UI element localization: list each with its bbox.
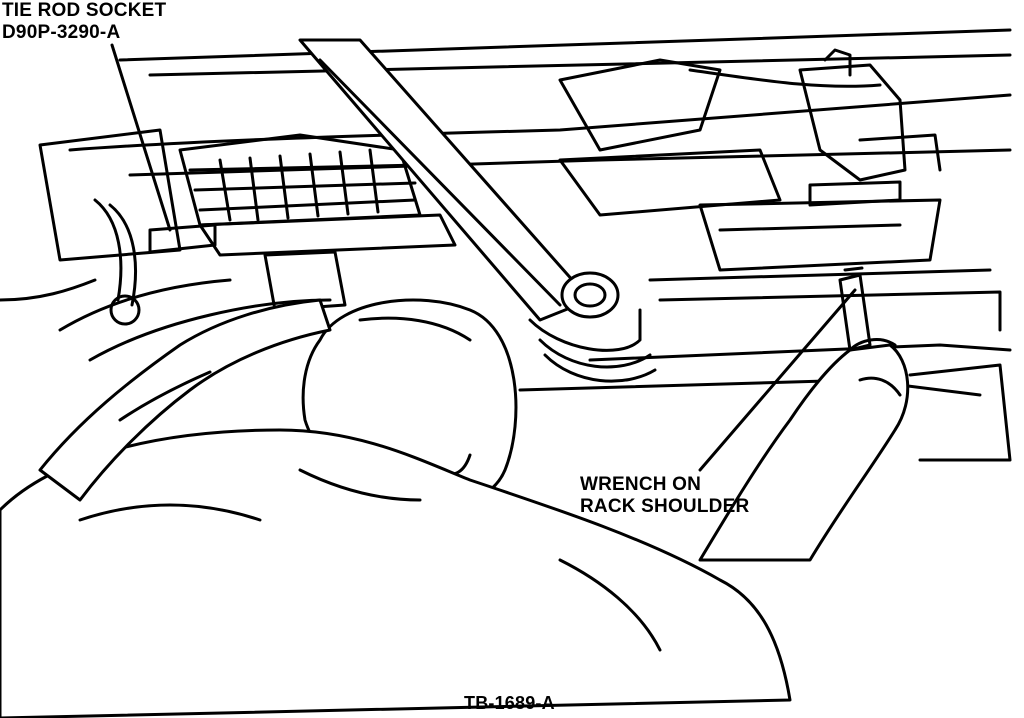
tie-rod-socket-part-number: D90P-3290-A — [2, 22, 121, 43]
leader-lines — [110, 43, 857, 472]
bracket-assembly — [798, 48, 942, 207]
mechanic-left-arm — [38, 298, 332, 502]
tie-rod-socket-label: TIE ROD SOCKET — [2, 0, 167, 21]
mechanic-body — [0, 428, 792, 718]
tie-rod-socket-callout: TIE ROD SOCKET D90P-3290-A — [2, 0, 166, 44]
wrench-label-line1: WRENCH ON — [580, 474, 702, 495]
wrench-label-line2: RACK SHOULDER — [580, 496, 750, 517]
tie-rod-socket-leader — [110, 43, 172, 232]
tie-rod — [93, 198, 217, 326]
figure-id: TB-1689-A — [464, 693, 555, 713]
wrench-callout: WRENCH ON RACK SHOULDER — [580, 474, 749, 518]
wrench-leader — [698, 288, 857, 472]
steering-shaft — [298, 38, 657, 383]
steering-gear-housing — [178, 133, 457, 312]
wrench — [838, 266, 872, 352]
mechanic-right-arm — [698, 338, 1012, 562]
